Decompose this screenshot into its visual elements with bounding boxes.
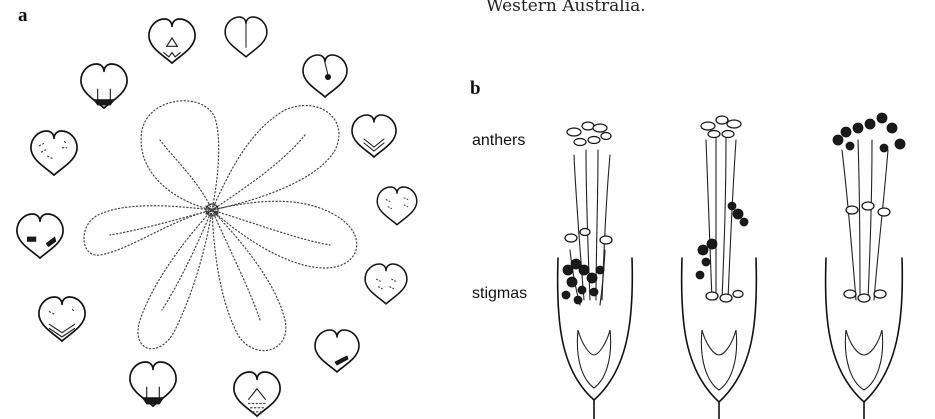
flower-section-2: [682, 116, 757, 419]
anther-cluster-low: [844, 290, 886, 302]
anther-cluster-low: [706, 291, 743, 303]
stigma-dark-top: [833, 113, 905, 152]
anther-cluster-top: [701, 116, 741, 138]
anther-cluster-top: [567, 122, 611, 146]
flower-section-1: [558, 122, 633, 419]
flower-section-3: [826, 113, 905, 419]
stigma-dark-cluster: [696, 202, 748, 279]
